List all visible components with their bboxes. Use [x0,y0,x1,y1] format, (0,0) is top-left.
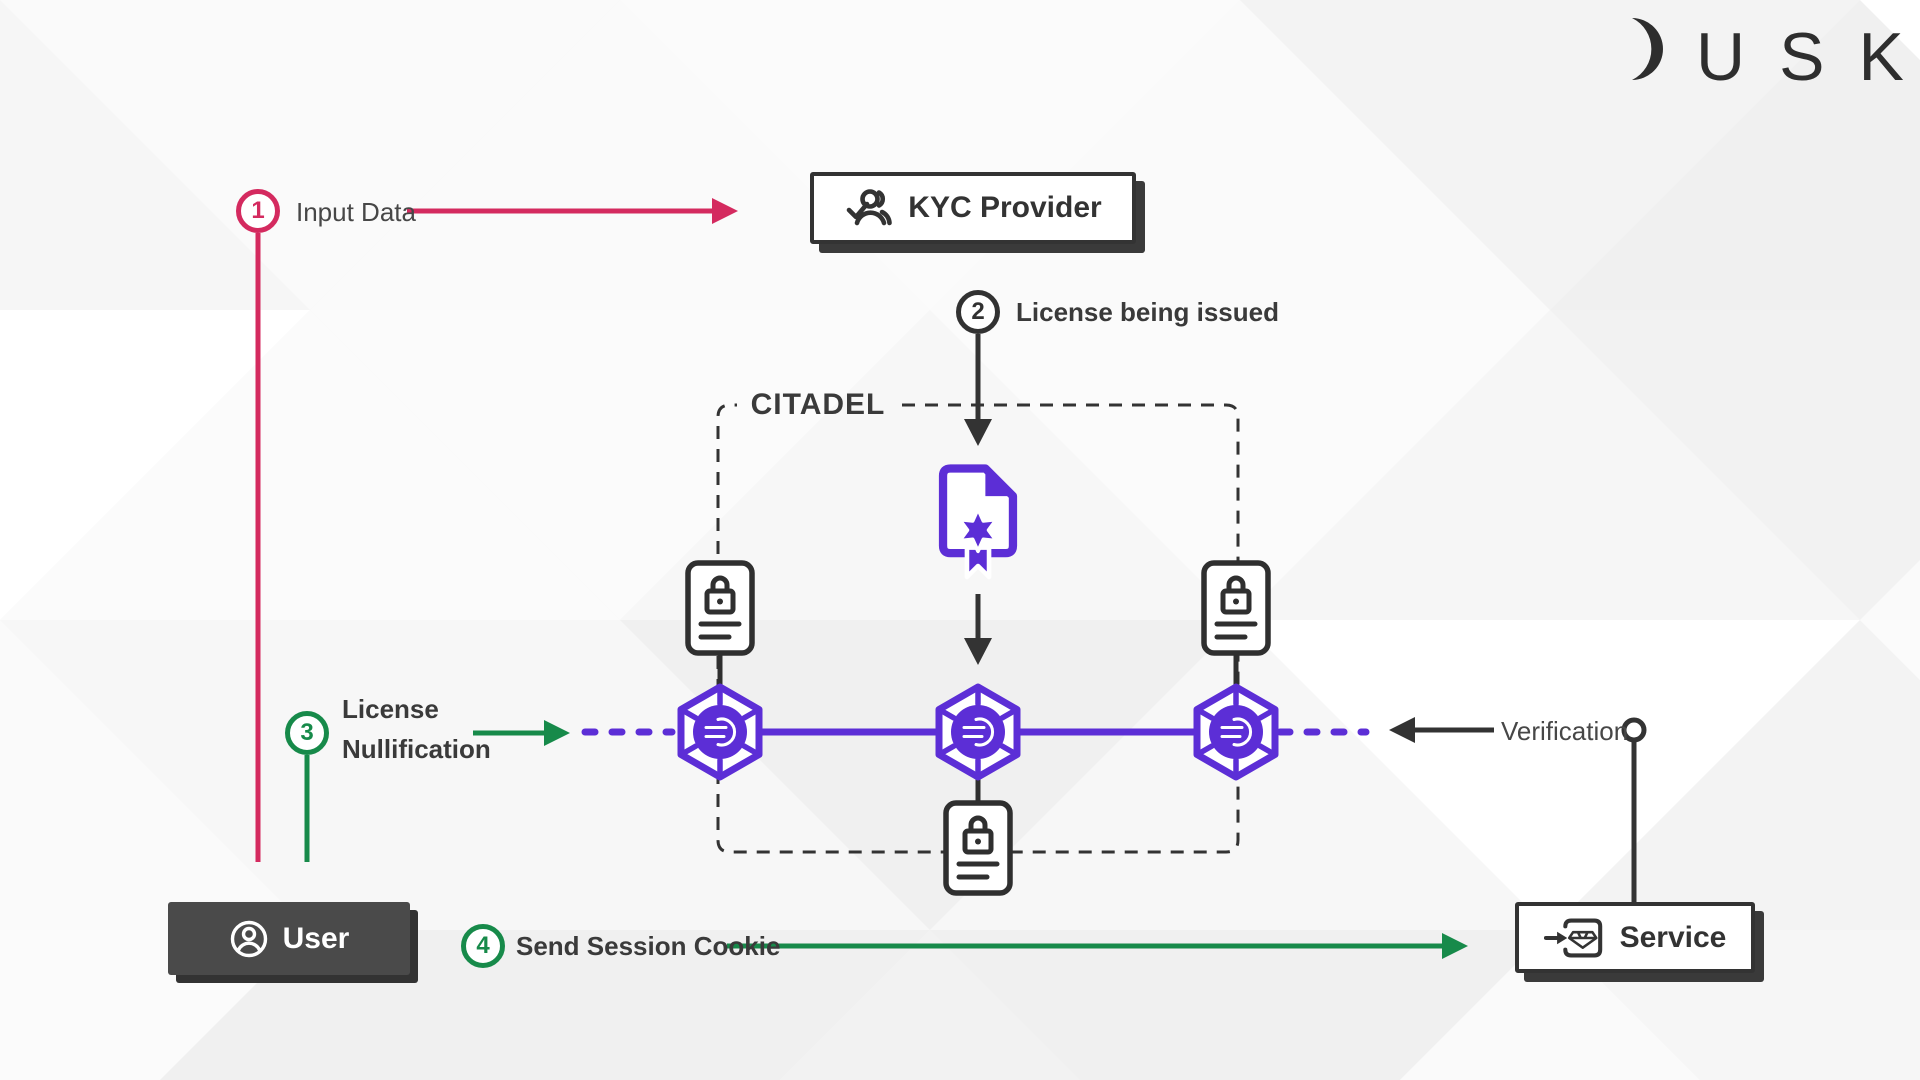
step-4-label: Send Session Cookie [516,931,781,961]
step-4-badge: 4 [461,924,505,968]
flow-license-nullification [304,720,570,862]
user-label: User [282,921,350,955]
lock-document-icon [1204,563,1268,653]
service-box: Service [1515,902,1755,973]
service-label: Service [1619,920,1727,954]
step-1-badge: 1 [236,189,280,233]
citadel-dashed-border [716,403,1240,854]
step-1-label: Input Data [296,197,416,227]
step-2-number: 2 [971,298,985,325]
step-3-badge: 3 [285,711,329,755]
lock-doc-connectors [717,652,1239,804]
step-4-number: 4 [476,932,490,959]
user-box: User [168,902,410,975]
license-to-chain-arrow [964,594,992,665]
step-3-label-line2: Nullification [342,734,491,764]
flow-input-data [255,198,738,862]
wordmark-letters: USK [1696,19,1908,92]
step-2-badge: 2 [956,290,1000,334]
verification-ring [1621,717,1647,743]
step-1-number: 1 [251,197,265,224]
verification-label: Verification [1501,716,1629,746]
step-3-label-line1: License [342,694,439,724]
hexagon-node-icon [939,687,1017,777]
person-check-icon [846,189,893,226]
flow-license-issued [964,334,992,446]
person-circle-icon [230,920,267,957]
hexagon-node-icon [681,687,759,777]
lock-document-icon [688,563,752,653]
crescent-d-icon [1632,18,1663,80]
hexagon-node-icon [1197,687,1275,777]
kyc-provider-label: KYC Provider [908,191,1102,224]
lock-document-icon [946,803,1010,893]
step-2-label: License being issued [1016,297,1279,327]
citadel-label: CITADEL [750,388,886,421]
flow-send-session-cookie [727,933,1468,959]
flow-verification [1389,717,1647,902]
enter-service-icon [1543,918,1602,957]
license-icon [938,464,1018,580]
step-3-number: 3 [300,719,314,746]
dusk-logo: USK [1596,6,1908,92]
kyc-provider-box: KYC Provider [810,172,1136,244]
